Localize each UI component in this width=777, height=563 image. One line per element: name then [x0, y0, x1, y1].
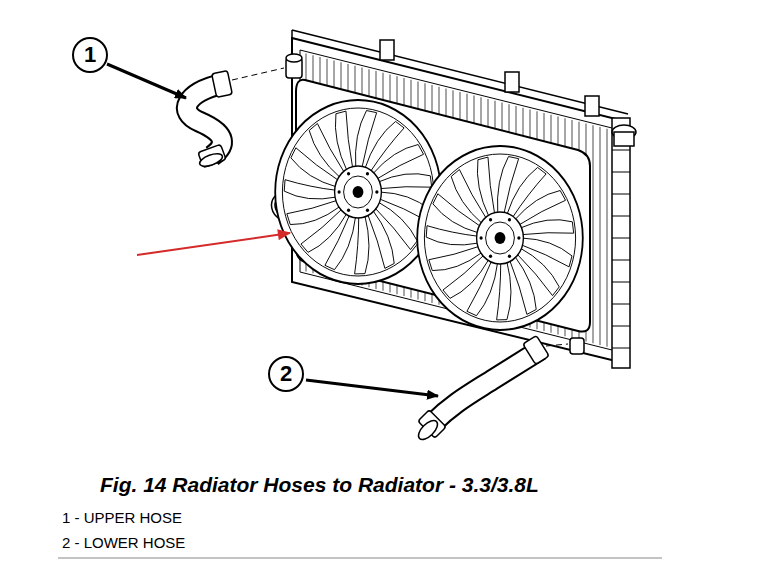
- tank-rib: [612, 216, 630, 217]
- cooling-fan: [417, 146, 583, 330]
- tank-ribs: [612, 150, 630, 348]
- fan-ring: [282, 108, 433, 276]
- fan-hub: [335, 166, 382, 218]
- pointer-arrow: [137, 233, 290, 255]
- leader-arrow: [306, 380, 438, 396]
- mount-bracket: [585, 96, 599, 116]
- upper-hose: [187, 68, 284, 169]
- hose-body: [432, 350, 540, 424]
- fan-ring: [424, 154, 575, 322]
- mount-bracket: [380, 40, 394, 60]
- callout-number: 2: [268, 356, 304, 392]
- leader-arrow: [107, 64, 186, 98]
- hub-bolt: [517, 236, 520, 240]
- tank-rib: [612, 238, 630, 239]
- hose-end: [198, 151, 224, 169]
- hose-clamp: [523, 336, 549, 365]
- outlet-neck: [570, 338, 584, 354]
- fan-blade: [367, 210, 394, 269]
- hub-bolt: [479, 236, 482, 240]
- callout-text: 1: [84, 44, 96, 66]
- mount-bracket: [505, 72, 519, 92]
- tank-rib: [612, 172, 630, 173]
- fill-neck: [614, 132, 634, 146]
- radiator-fin: [600, 127, 601, 345]
- tank-rib: [612, 282, 630, 283]
- cooling-fan: [275, 100, 441, 284]
- top-rail: [291, 30, 293, 38]
- assembly-line: [546, 344, 568, 346]
- inlet-neck: [286, 54, 302, 62]
- rule-line: [58, 558, 662, 559]
- callout-text: 2: [280, 363, 292, 385]
- hub-bolt: [508, 218, 511, 222]
- fan-shaft: [495, 232, 506, 244]
- radiator: [286, 30, 636, 368]
- tank-rib: [612, 260, 630, 261]
- fan-ring: [417, 146, 583, 330]
- hub-bolt: [489, 254, 492, 258]
- hub-bolt: [347, 172, 350, 176]
- hose-clamp: [212, 71, 233, 98]
- fan-blade: [287, 200, 341, 224]
- lower-hose: [415, 336, 568, 443]
- hose-outline: [432, 350, 540, 424]
- fan-blade: [477, 157, 494, 217]
- fan-shaft: [353, 186, 364, 198]
- fan-blade: [378, 174, 432, 189]
- hub-bolt: [508, 254, 511, 258]
- hub-bolt: [489, 218, 492, 222]
- tank-rib: [612, 326, 630, 327]
- fan-shroud: [296, 80, 590, 332]
- hose-end: [415, 417, 440, 442]
- tank-rib: [612, 304, 630, 305]
- radiator-frame: [292, 38, 628, 364]
- fan-hub: [344, 176, 373, 208]
- radiator-tank: [612, 118, 630, 368]
- radiator-fin: [593, 125, 594, 343]
- hub-bolt: [366, 172, 369, 176]
- fan-blade: [355, 215, 369, 274]
- callout-number: 1: [72, 37, 108, 73]
- radiator-fin: [607, 129, 608, 347]
- assembly-line: [232, 68, 284, 80]
- fan-blade: [335, 111, 352, 171]
- fan-hub: [486, 222, 515, 254]
- fan-ring: [275, 100, 441, 284]
- tank-rib: [612, 348, 630, 349]
- part-legend: 2 - LOWER HOSE: [62, 534, 185, 551]
- fan-hub: [477, 212, 524, 264]
- fan-blade: [429, 246, 483, 270]
- tank-rib: [612, 194, 630, 195]
- fan-blade: [520, 220, 574, 235]
- hub-bolt: [375, 190, 378, 194]
- hub-bolt: [366, 208, 369, 212]
- hub-bolt: [347, 208, 350, 212]
- part-legend: 1 - UPPER HOSE: [62, 509, 182, 526]
- hub-bolt: [337, 190, 340, 194]
- tank-rib: [612, 150, 630, 151]
- fan-blade: [497, 261, 511, 320]
- fan-blade: [509, 256, 536, 315]
- figure-caption: Fig. 14 Radiator Hoses to Radiator - 3.3…: [100, 473, 539, 497]
